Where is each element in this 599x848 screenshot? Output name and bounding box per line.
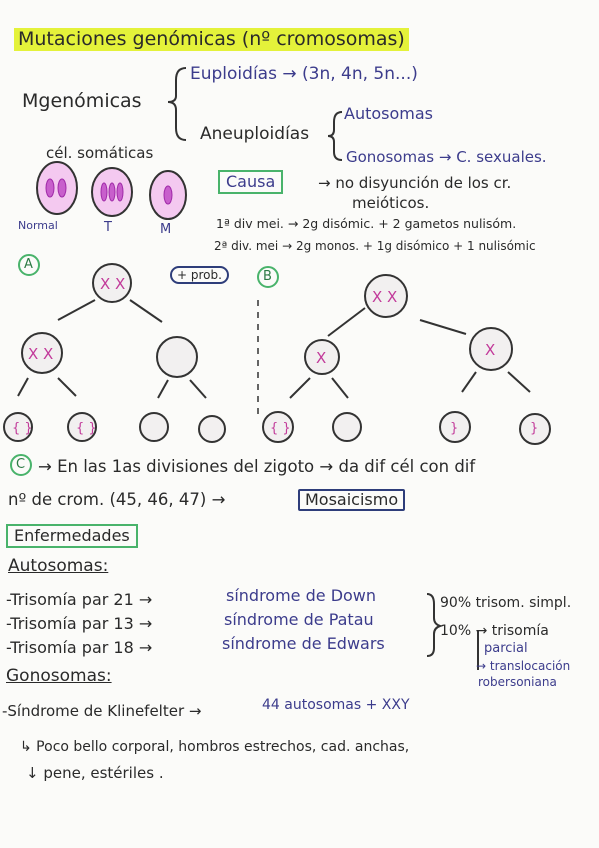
trisomy-13: -Trisomía par 13 → bbox=[6, 614, 153, 633]
side-transloc: → translocación bbox=[476, 659, 571, 673]
c-line2: nº de crom. (45, 46, 47) → bbox=[8, 490, 226, 509]
trisomy-21: -Trisomía par 21 → bbox=[6, 590, 153, 609]
cell-b-parent bbox=[364, 274, 408, 318]
cell-normal bbox=[36, 161, 78, 215]
euploidias-label: Euploidías → (3n, 4n, 5n...) bbox=[190, 64, 418, 84]
cell-a-left bbox=[21, 332, 63, 374]
svg-text:{ }: { } bbox=[12, 421, 33, 436]
cell-label-m: M bbox=[160, 222, 172, 237]
side-90: 90% trisom. simpl. bbox=[440, 595, 572, 611]
syndrome-edwards: síndrome de Edwars bbox=[222, 634, 385, 653]
label-b: B bbox=[263, 269, 272, 284]
side-parcial: parcial bbox=[484, 641, 528, 656]
svg-text:}: } bbox=[530, 421, 538, 436]
div1-text: 1ª div mei. → 2g disómic. + 2 gametos nu… bbox=[216, 216, 517, 231]
svg-text:X: X bbox=[485, 341, 495, 359]
cell-a-parent bbox=[92, 263, 132, 303]
side-10: 10% → trisomía bbox=[440, 623, 549, 639]
label-c: C bbox=[16, 457, 26, 472]
cell-a-right bbox=[156, 336, 198, 378]
brace-main bbox=[167, 67, 187, 141]
cell-b-left bbox=[304, 339, 340, 375]
svg-text:}: } bbox=[450, 421, 458, 436]
syndrome-patau: síndrome de Patau bbox=[224, 610, 374, 629]
trisomy-18: -Trisomía par 18 → bbox=[6, 638, 153, 657]
svg-text:X X: X X bbox=[100, 275, 125, 293]
autosomas-heading: Autosomas: bbox=[8, 556, 109, 576]
cells-heading: cél. somáticas bbox=[46, 144, 154, 162]
enfermedades-heading: Enfermedades bbox=[6, 524, 138, 548]
klinefelter-text: -Síndrome de Klinefelter → bbox=[2, 702, 202, 720]
prob-badge: + prob. bbox=[170, 266, 229, 284]
page-title: Mutaciones genómicas (nº cromosomas) bbox=[14, 28, 409, 51]
klinefelter-value: 44 autosomas + XXY bbox=[262, 697, 410, 713]
gonosomas-heading: Gonosomas: bbox=[6, 666, 112, 686]
autosomas-label: Autosomas bbox=[344, 104, 433, 123]
causa-text2: meióticos. bbox=[352, 194, 430, 212]
svg-text:X X: X X bbox=[372, 288, 397, 306]
svg-text:{ }: { } bbox=[76, 421, 97, 436]
gonosomas-label: Gonosomas → C. sexuales. bbox=[346, 148, 547, 166]
mosaicismo-box: Mosaicismo bbox=[298, 489, 406, 511]
klinefelter-desc1: ↳ Poco bello corporal, hombros estrechos… bbox=[20, 739, 410, 755]
cell-label-t: T bbox=[104, 220, 112, 235]
label-a: A bbox=[24, 257, 33, 272]
svg-text:X: X bbox=[316, 349, 326, 367]
side-robert: robersoniana bbox=[478, 675, 557, 689]
causa-box: Causa bbox=[218, 170, 284, 194]
c-line1: → En las 1as divisiones del zigoto → da … bbox=[38, 457, 476, 476]
syndrome-down: síndrome de Down bbox=[226, 586, 377, 605]
svg-text:X X: X X bbox=[28, 345, 53, 363]
cell-label-normal: Normal bbox=[18, 219, 58, 232]
klinefelter-desc2: ↓ pene, estériles . bbox=[26, 764, 164, 782]
aneuploidias-label: Aneuploidías bbox=[200, 124, 310, 144]
mgenomicas-label: Mgenómicas bbox=[22, 90, 142, 112]
causa-text1: → no disyunción de los cr. bbox=[318, 174, 512, 192]
svg-text:{ }: { } bbox=[270, 421, 291, 436]
cell-b-right bbox=[469, 327, 513, 371]
brace-aneuploidias bbox=[327, 111, 343, 161]
div2-text: 2ª div. mei → 2g monos. + 1g disómico + … bbox=[214, 239, 536, 253]
